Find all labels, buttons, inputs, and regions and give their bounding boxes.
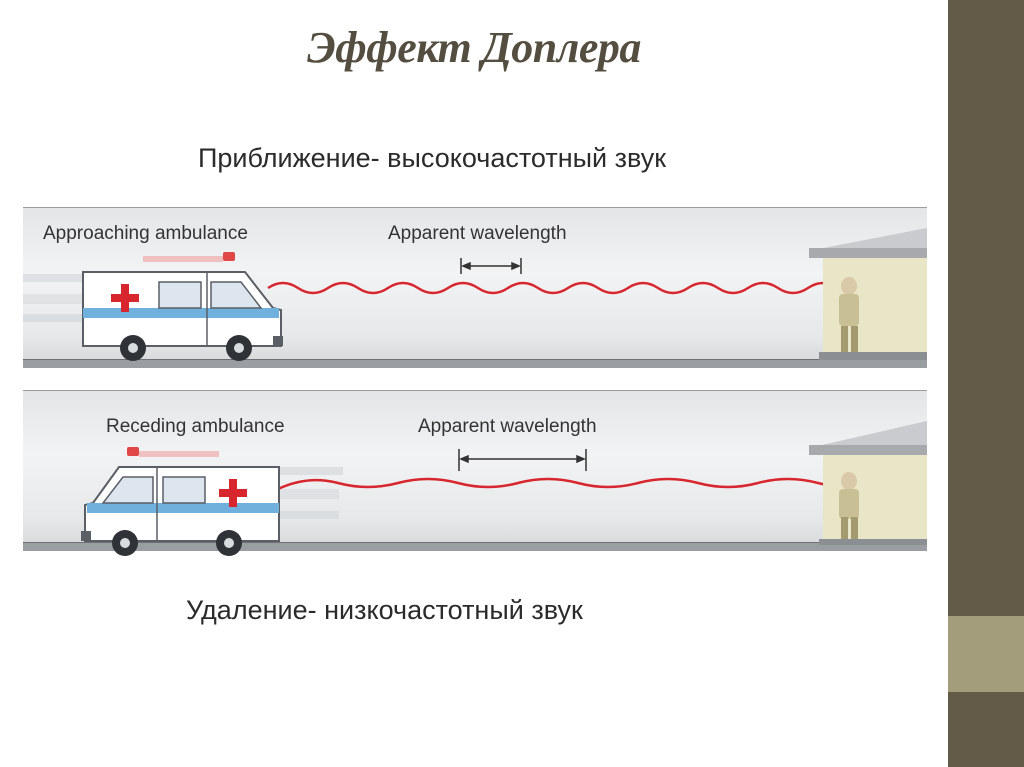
recede-wavelength-label: Apparent wavelength (418, 416, 597, 437)
approach-road (23, 359, 927, 368)
approach-sound-wave (267, 281, 839, 295)
approaching-ambulance (82, 252, 283, 361)
receding-ambulance-label: Receding ambulance (106, 416, 285, 437)
receding-ambulance (81, 447, 280, 556)
approach-heading: Приближение- высокочастотный звук (198, 143, 667, 173)
recede-heading: Удаление- низкочастотный звук (186, 595, 583, 625)
recede-motion-blur (273, 467, 343, 519)
approach-listener-house (809, 228, 927, 360)
recede-sound-wave (277, 477, 879, 491)
cross-icon (111, 284, 139, 312)
slide-title: Эффект Доплера (307, 23, 641, 72)
approach-motion-blur (23, 274, 93, 322)
approach-wavelength-label: Apparent wavelength (388, 223, 567, 244)
recede-scene (81, 421, 927, 556)
slide-side-accent (948, 616, 1024, 692)
doppler-figure: Приближение- высокочастотный звук Approa… (10, 125, 946, 645)
recede-listener-house (809, 421, 927, 545)
cross-icon (219, 479, 247, 507)
approach-panel: Approaching ambulance Apparent wavelengt… (23, 207, 927, 368)
approaching-ambulance-label: Approaching ambulance (43, 223, 248, 244)
approach-wavelength-arrow (460, 258, 522, 274)
recede-road (23, 542, 927, 551)
recede-panel: Receding ambulance Apparent wavelength (23, 390, 927, 556)
recede-wavelength-arrow (458, 449, 587, 471)
approach-scene (23, 228, 927, 361)
